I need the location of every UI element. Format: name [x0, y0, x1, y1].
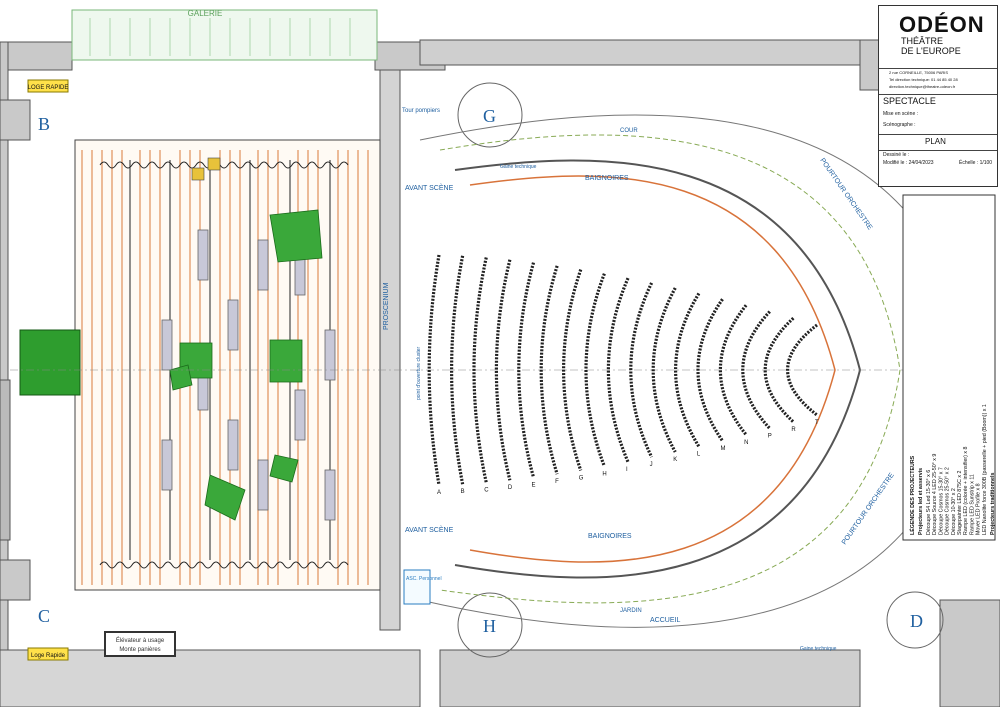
title-block: ODÉON THÉÂTRE DE L'EUROPE 2 rue CORNEILL…	[878, 5, 998, 187]
row-letter-J: J	[650, 462, 653, 468]
pourtour-bottom-label: POURTOUR ORCHESTRE	[841, 472, 896, 546]
gaine-technique-top: Gaine technique	[500, 164, 537, 170]
legend-led-item: Rampe LED Sunstrip x 11	[969, 474, 975, 535]
loge-rapide-top-label: LOGE RAPIDE	[28, 85, 69, 91]
scenographie-label: Scénographe :	[883, 122, 916, 128]
seat-row-N	[718, 304, 748, 436]
row-letter-M: M	[721, 446, 726, 452]
section-d: D	[910, 611, 923, 631]
legend-led-item: Découpe Cosmos 25-50° x 2	[945, 467, 951, 535]
section-b: B	[38, 114, 50, 134]
row-letter-H: H	[602, 471, 606, 477]
seat-row-T	[786, 323, 818, 417]
seating-rows	[427, 254, 818, 486]
legend-led-item: Rampe LED (colorée + intensifier) x 8	[963, 446, 969, 535]
auditorium-outline	[10, 114, 990, 628]
legend-trad-title: Projecteurs traditionnels	[990, 473, 996, 535]
seat-row-L	[674, 292, 701, 448]
row-letter-E: E	[532, 482, 536, 488]
loge-rapide-bottom-label: Loge Rapide	[31, 653, 66, 659]
row-letter-N: N	[744, 440, 748, 446]
row-labels: A B C D E F G H I J K L M N P R T	[437, 420, 819, 496]
row-letter-A: A	[437, 490, 441, 496]
seat-row-G	[562, 269, 583, 471]
asc-personnel: ASC. Personnel	[403, 569, 442, 605]
tour-pompiers-label: Tour pompiers	[402, 108, 440, 114]
brand-name: ODÉON	[899, 12, 985, 37]
section-c: C	[38, 606, 50, 626]
seat-row-B	[450, 255, 465, 485]
seat-row-H	[584, 273, 606, 467]
seat-row-C	[472, 257, 488, 483]
seat-row-M	[696, 298, 724, 442]
legend-led-item: Découpe Cosmos 15-30° x 7	[938, 467, 944, 535]
galerie: GALERIE	[71, 9, 378, 61]
seat-row-P	[741, 310, 771, 430]
left-green-zone	[19, 329, 81, 396]
asc-label: ASC. Personnel	[406, 576, 442, 582]
section-h: H	[483, 616, 496, 636]
seat-row-R	[763, 316, 795, 424]
row-letter-F: F	[555, 479, 559, 485]
mise-en-scene-label: Mise en scène :	[883, 111, 919, 117]
row-letter-L: L	[697, 452, 701, 458]
seat-row-K	[651, 287, 677, 453]
legend-led-item: Mover LED Profile x 8	[976, 483, 982, 535]
legend-led-item: Découpe S4 Led 15-30° x 6	[926, 470, 932, 535]
row-letter-P: P	[768, 433, 772, 439]
seat-row-F	[539, 265, 559, 475]
row-letter-B: B	[461, 489, 465, 495]
elevator-line2: Monte panières	[119, 647, 160, 653]
spectacle-label: SPECTACLE	[883, 96, 936, 106]
pourtour-top-label: POURTOUR ORCHESTRE	[818, 157, 873, 231]
seat-row-D	[494, 259, 512, 481]
elevator-line1: Élévateur à usage	[116, 637, 165, 644]
address: 2 rue CORNEILLE, 75006 PARIS	[889, 70, 949, 75]
row-letter-T: T	[815, 420, 819, 426]
accueil-label: ACCUEIL	[650, 617, 680, 624]
section-g: G	[483, 106, 496, 126]
legend-led-item: Découpe 10-30° x 2	[951, 488, 957, 535]
galerie-label: GALERIE	[188, 9, 223, 18]
row-letter-D: D	[508, 485, 513, 491]
stage	[74, 139, 381, 591]
row-letter-G: G	[579, 475, 584, 481]
row-letter-K: K	[673, 457, 677, 463]
row-letter-I: I	[626, 467, 628, 473]
seat-row-A	[427, 254, 441, 486]
legend-led-item: Stagepainter LED 875C x 2	[957, 470, 963, 535]
proscenium-label: PROSCENIUM	[383, 282, 390, 330]
baignoires-bottom-label: BAIGNOIRES	[588, 533, 632, 540]
jardin-label: JARDIN	[620, 608, 642, 614]
building-walls	[0, 39, 1000, 707]
modifie-label: Modifié le : 24/04/2023	[883, 160, 934, 166]
baignoires-top-label: BAIGNOIRES	[585, 175, 629, 182]
legend-title: LÉGENDE DES PROJECTEURS	[908, 455, 916, 535]
cour-label: COUR	[620, 128, 638, 134]
seat-row-J	[629, 282, 654, 458]
point-ouverture-label: point d'ouverture cluster	[416, 346, 422, 400]
plan-label: PLAN	[925, 137, 946, 146]
elevator-box: Élévateur à usage Monte panières	[104, 631, 176, 657]
brand-sub1: THÉÂTRE	[901, 36, 944, 46]
loge-rapide: LOGE RAPIDE Loge Rapide	[27, 79, 69, 661]
section-markers: B C G H D	[38, 82, 944, 658]
avant-scene-bottom-label: AVANT SCÈNE	[405, 525, 454, 534]
legend-led-item: LED Nanolite force 300B (passerelle + pi…	[982, 404, 988, 535]
gaine-technique-bottom: Gaine technique	[800, 646, 837, 652]
echelle-label: Échelle : 1/100	[959, 160, 993, 166]
legend-led-title: Projecteurs led et asservis	[918, 468, 924, 535]
brand-sub2: DE L'EUROPE	[901, 46, 961, 56]
row-letter-C: C	[484, 487, 489, 493]
tech-contact: Tel direction technique: 01 44 85 40 28	[889, 77, 958, 82]
row-letter-R: R	[791, 427, 796, 433]
avant-scene-top-label: AVANT SCÈNE	[405, 183, 454, 192]
tech-email: direction.technique@theatre-odeon.fr	[889, 84, 956, 89]
dessine-label: Dessiné le :	[883, 152, 910, 158]
legend-led-item: Découpe Source 4 LED 25-50° x 9	[932, 454, 938, 535]
